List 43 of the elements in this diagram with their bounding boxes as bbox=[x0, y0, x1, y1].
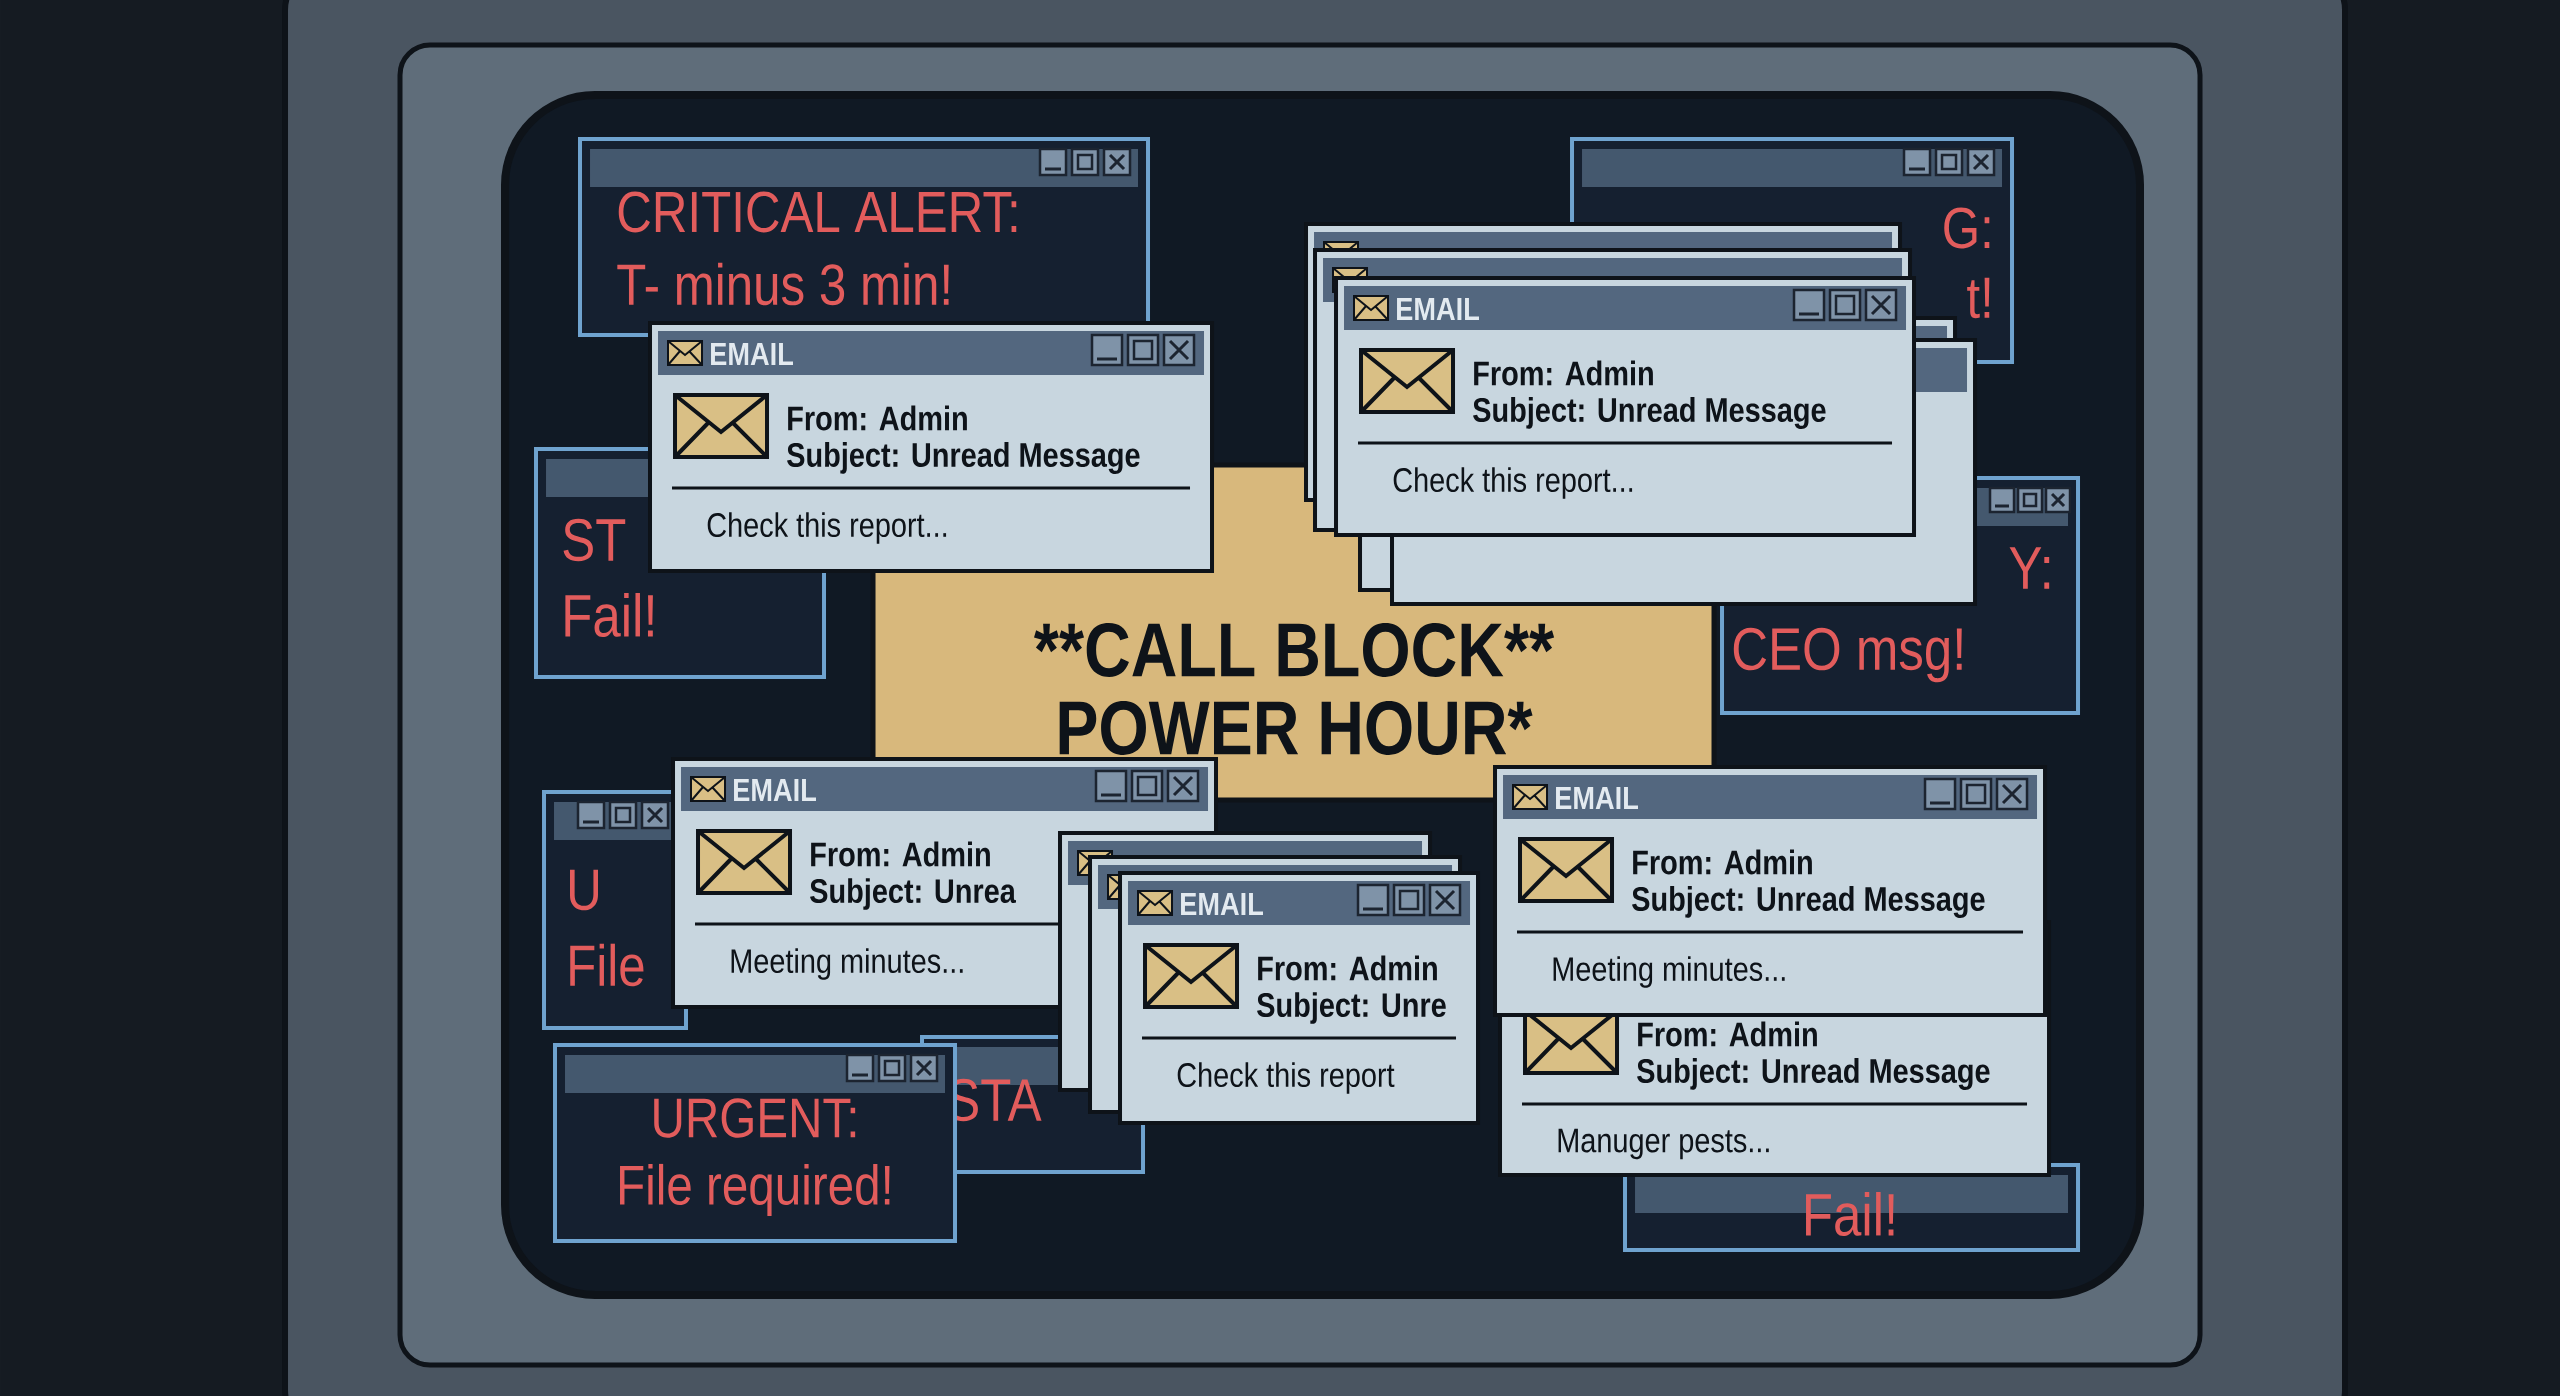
message-preview: Manuger pests... bbox=[1558, 1128, 1769, 1160]
email-window bbox=[1118, 871, 1480, 1125]
window-title: EMAIL bbox=[1556, 787, 1638, 809]
alert-text: CRITICAL ALERT: bbox=[618, 191, 1017, 233]
email-window bbox=[1493, 765, 2047, 1017]
window-title: EMAIL bbox=[1181, 893, 1263, 915]
sender-text: From: Admin bbox=[1633, 849, 1812, 875]
sender-text: From: Admin bbox=[1258, 955, 1437, 981]
email-window bbox=[648, 321, 1214, 573]
sender-text: From: Admin bbox=[1638, 1021, 1817, 1047]
message-preview: Check this report bbox=[1177, 1062, 1395, 1094]
subject-text: Subject: Unread Message bbox=[1632, 886, 1985, 918]
alert-window bbox=[578, 137, 1150, 337]
subject-text: Subject: Unread Message bbox=[1473, 397, 1826, 429]
subject-text: Subject: Unre bbox=[1257, 992, 1446, 1024]
alert-text: File bbox=[570, 943, 644, 987]
sign-text: POWER HOUR* bbox=[1059, 701, 1533, 755]
window-title: EMAIL bbox=[734, 779, 816, 801]
sender-text: From: Admin bbox=[811, 841, 990, 867]
sender-text: From: Admin bbox=[788, 405, 967, 431]
alert-text: URGENT: bbox=[654, 1098, 856, 1138]
message-preview: Meeting minutes... bbox=[731, 948, 963, 980]
alert-text: Fail! bbox=[565, 592, 653, 637]
subject-text: Subject: Unread Message bbox=[1637, 1058, 1990, 1090]
subject-text: Subject: Unrea bbox=[810, 878, 1016, 910]
window-title: EMAIL bbox=[711, 343, 793, 365]
alert-text: Y: bbox=[2009, 547, 2050, 589]
alert-text: CEO msg! bbox=[1733, 627, 1962, 683]
message-preview: Check this report... bbox=[1393, 467, 1633, 499]
sign-text: **CALL BLOCK** bbox=[1034, 623, 1555, 677]
alert-text: File required! bbox=[620, 1163, 890, 1217]
alert-text: U bbox=[570, 869, 598, 911]
alert-text: ST bbox=[563, 518, 626, 562]
sender-text: From: Admin bbox=[1474, 360, 1653, 386]
alert-text: t! bbox=[1967, 277, 1990, 319]
window-title: EMAIL bbox=[1397, 298, 1479, 320]
alert-text: Fail! bbox=[1806, 1191, 1894, 1237]
subject-text: Subject: Unread Message bbox=[787, 442, 1140, 474]
message-preview: Meeting minutes... bbox=[1553, 956, 1785, 988]
alert-window bbox=[542, 790, 688, 1030]
message-preview: Check this report... bbox=[707, 512, 947, 544]
alert-text: T- minus 3 min! bbox=[617, 262, 949, 306]
alert-text: G: bbox=[1944, 207, 1990, 249]
